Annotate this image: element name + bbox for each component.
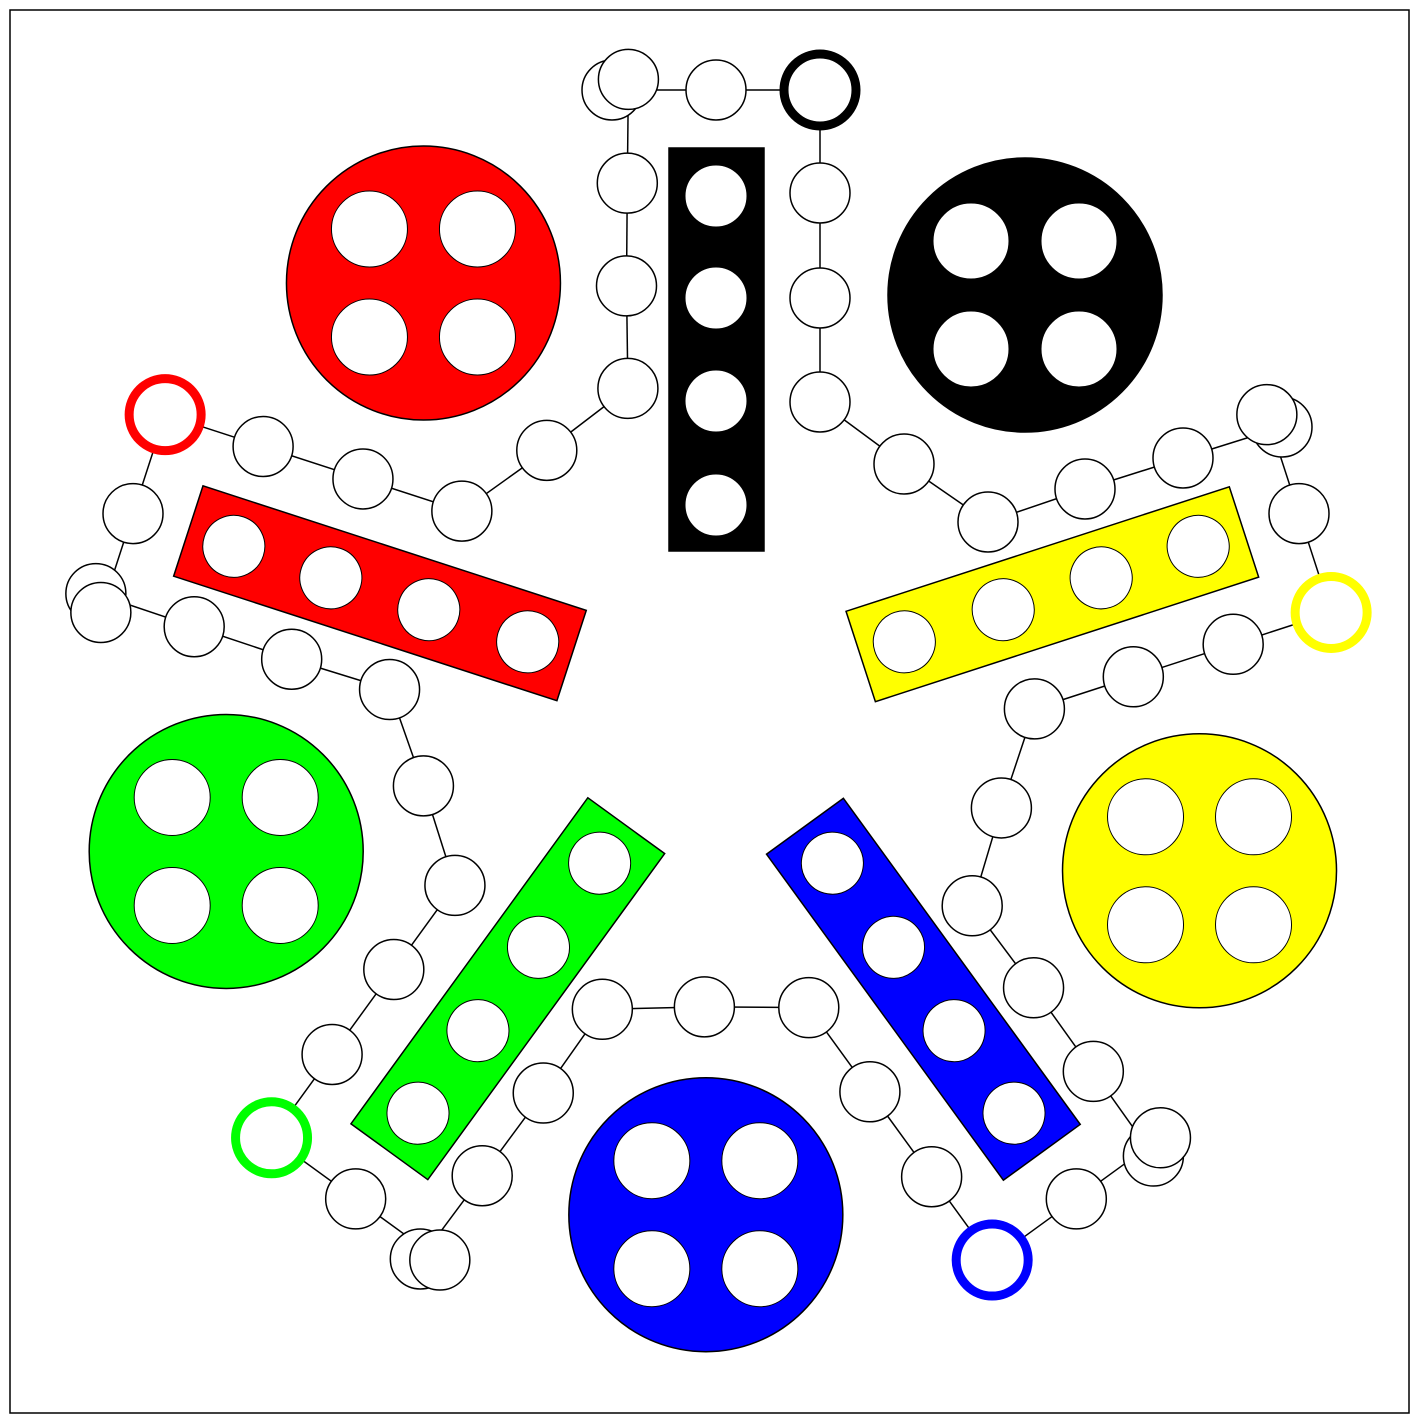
home-slot-blue[interactable] <box>614 1231 690 1307</box>
start-field-black[interactable] <box>784 54 856 126</box>
track-field[interactable] <box>1055 459 1115 519</box>
home-slot-green[interactable] <box>242 759 318 835</box>
home-slot-green[interactable] <box>242 867 318 943</box>
track-field[interactable] <box>364 940 424 1000</box>
track-field[interactable] <box>1063 1041 1123 1101</box>
home-black <box>888 158 1162 432</box>
start-field-blue[interactable] <box>956 1224 1028 1296</box>
home-slot-black[interactable] <box>933 311 1009 387</box>
track-field[interactable] <box>393 756 453 816</box>
finish-slot-black[interactable] <box>685 474 747 536</box>
track-field[interactable] <box>902 1147 962 1207</box>
track-field[interactable] <box>164 597 224 657</box>
home-slot-red[interactable] <box>331 299 407 375</box>
home-red <box>286 146 560 420</box>
track-field[interactable] <box>598 49 658 109</box>
home-slot-black[interactable] <box>933 203 1009 279</box>
track-field[interactable] <box>572 979 632 1039</box>
home-disc-yellow <box>1063 734 1337 1008</box>
track-field[interactable] <box>790 372 850 432</box>
track-field[interactable] <box>1004 679 1064 739</box>
start-field-red[interactable] <box>129 379 201 451</box>
home-disc-blue <box>569 1078 843 1352</box>
track-field[interactable] <box>674 977 734 1037</box>
home-slot-red[interactable] <box>439 191 515 267</box>
start-field-yellow[interactable] <box>1295 576 1367 648</box>
home-yellow <box>1063 734 1337 1008</box>
track-field[interactable] <box>1004 958 1064 1018</box>
track-field[interactable] <box>686 60 746 120</box>
track-field[interactable] <box>597 153 657 213</box>
home-slot-blue[interactable] <box>614 1123 690 1199</box>
home-slot-blue[interactable] <box>722 1123 798 1199</box>
track-field[interactable] <box>71 582 131 642</box>
home-slot-yellow[interactable] <box>1108 779 1184 855</box>
home-green <box>89 714 363 988</box>
finish-slot-black[interactable] <box>685 165 747 227</box>
track-field[interactable] <box>410 1230 470 1290</box>
track-field[interactable] <box>597 256 657 316</box>
finish-lane-black <box>669 148 764 551</box>
track-field[interactable] <box>326 1169 386 1229</box>
track-field[interactable] <box>1130 1108 1190 1168</box>
track-field[interactable] <box>958 492 1018 552</box>
track-field[interactable] <box>103 484 163 544</box>
track-field[interactable] <box>1237 385 1297 445</box>
track-field[interactable] <box>233 416 293 476</box>
home-slot-blue[interactable] <box>722 1231 798 1307</box>
home-disc-black <box>888 158 1162 432</box>
home-slot-green[interactable] <box>134 867 210 943</box>
home-slot-red[interactable] <box>439 299 515 375</box>
track-field[interactable] <box>425 855 485 915</box>
track-field[interactable] <box>517 420 577 480</box>
track-field[interactable] <box>452 1146 512 1206</box>
home-slot-black[interactable] <box>1041 311 1117 387</box>
track-field[interactable] <box>432 481 492 541</box>
track-field[interactable] <box>1203 614 1263 674</box>
track-field[interactable] <box>1046 1169 1106 1229</box>
home-slot-yellow[interactable] <box>1108 887 1184 963</box>
track-field[interactable] <box>874 434 934 494</box>
home-slot-red[interactable] <box>331 191 407 267</box>
track-field[interactable] <box>779 978 839 1038</box>
track-field[interactable] <box>840 1062 900 1122</box>
track-field[interactable] <box>942 876 1002 936</box>
track-field[interactable] <box>333 449 393 509</box>
track-field[interactable] <box>360 660 420 720</box>
home-blue <box>569 1078 843 1352</box>
track-field[interactable] <box>790 268 850 328</box>
track-field[interactable] <box>598 358 658 418</box>
home-slot-black[interactable] <box>1041 203 1117 279</box>
home-slot-yellow[interactable] <box>1216 887 1292 963</box>
track-field[interactable] <box>971 778 1031 838</box>
home-disc-red <box>286 146 560 420</box>
track-field[interactable] <box>262 629 322 689</box>
track-field[interactable] <box>1153 428 1213 488</box>
finish-slot-black[interactable] <box>685 370 747 432</box>
track-field[interactable] <box>513 1063 573 1123</box>
track-field[interactable] <box>790 163 850 223</box>
finish-slot-black[interactable] <box>685 267 747 329</box>
home-slot-yellow[interactable] <box>1216 779 1292 855</box>
track-field[interactable] <box>302 1024 362 1084</box>
track-field[interactable] <box>1269 484 1329 544</box>
track-field[interactable] <box>1103 647 1163 707</box>
home-slot-green[interactable] <box>134 759 210 835</box>
home-disc-green <box>89 714 363 988</box>
start-field-green[interactable] <box>236 1102 308 1174</box>
